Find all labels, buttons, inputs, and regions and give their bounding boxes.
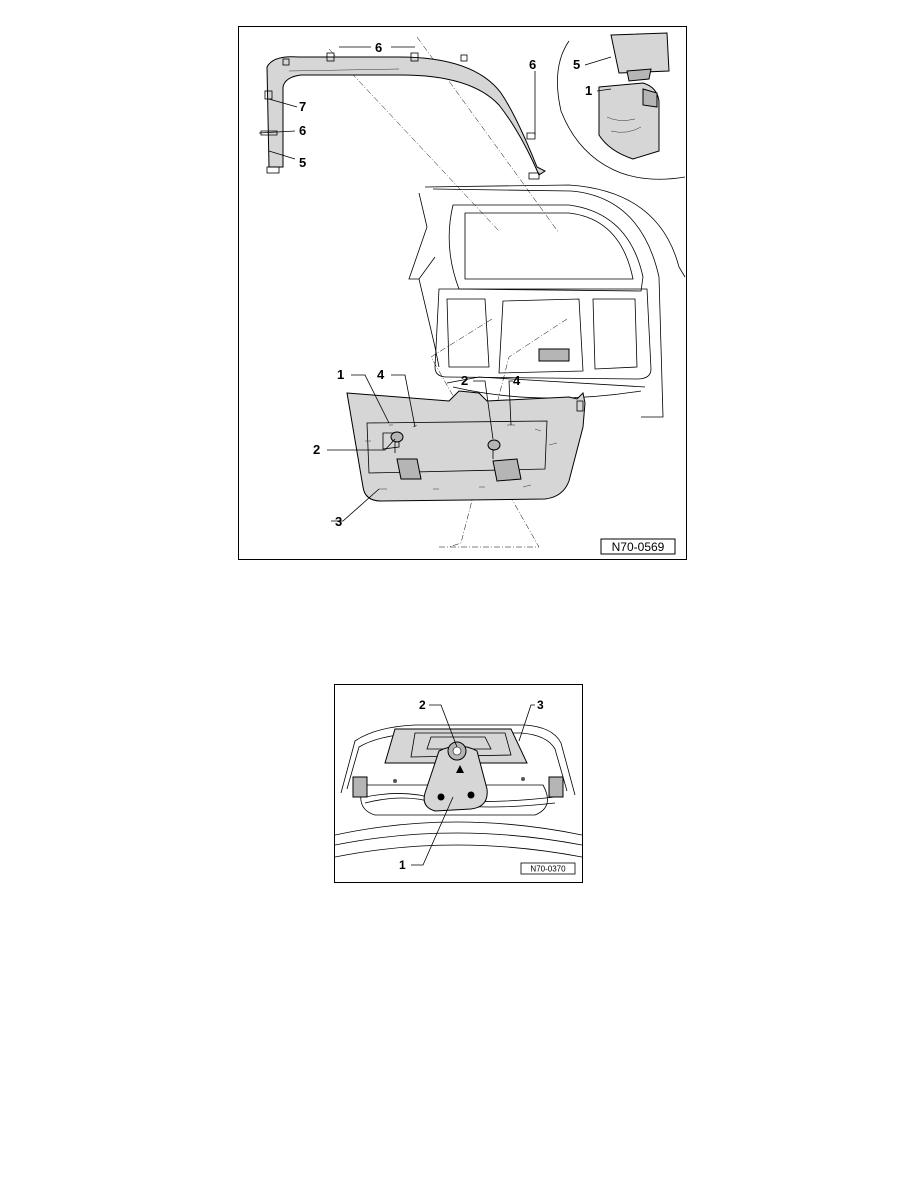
callout-7: 7 (299, 99, 306, 114)
fig2-callout-3: 3 (537, 698, 544, 712)
figure-reference: N70-0569 (612, 540, 665, 554)
tailgate-interior (335, 724, 582, 858)
callout-2-right: 2 (461, 373, 468, 388)
lower-trim-panel (346, 390, 586, 502)
upper-trim-panel (260, 52, 546, 180)
detail-inset (557, 32, 686, 180)
leader-lines (258, 46, 612, 522)
callout-4-left: 4 (377, 367, 385, 382)
fig2-callout-2: 2 (419, 698, 426, 712)
callout-labels: 6 7 6 5 6 5 1 1 4 2 3 2 4 (299, 40, 592, 529)
callout-6-top: 6 (375, 40, 382, 55)
callout-4-right: 4 (513, 373, 521, 388)
callout-5-lower: 5 (299, 155, 306, 170)
callout-labels-2: 2 3 1 (399, 698, 544, 872)
callout-1-upper: 1 (585, 83, 592, 98)
callout-6-left: 6 (299, 123, 306, 138)
fig2-callout-1: 1 (399, 858, 406, 872)
figure-reference-2: N70-0370 (530, 865, 566, 874)
callout-6-right: 6 (529, 57, 536, 72)
figure-tailgate-lock-cover: 2 3 1 N70-0370 (334, 684, 583, 883)
figure-reference-box: N70-0569 (600, 538, 676, 555)
tailgate-frame (408, 184, 686, 418)
figure-tailgate-trim-exploded: 6 7 6 5 6 5 1 1 4 2 3 2 4 N70-0569 (238, 26, 687, 560)
callout-1-lower: 1 (337, 367, 344, 382)
leader-lines-2 (411, 704, 535, 866)
exploded-view-drawing: 6 7 6 5 6 5 1 1 4 2 3 2 4 N70-0569 (258, 32, 686, 555)
callout-5-upper: 5 (573, 57, 580, 72)
callout-2-left: 2 (313, 442, 320, 457)
callout-3: 3 (335, 514, 342, 529)
figure-reference-box-2: N70-0370 (520, 862, 576, 875)
lock-cover-drawing: 2 3 1 N70-0370 (335, 698, 582, 875)
